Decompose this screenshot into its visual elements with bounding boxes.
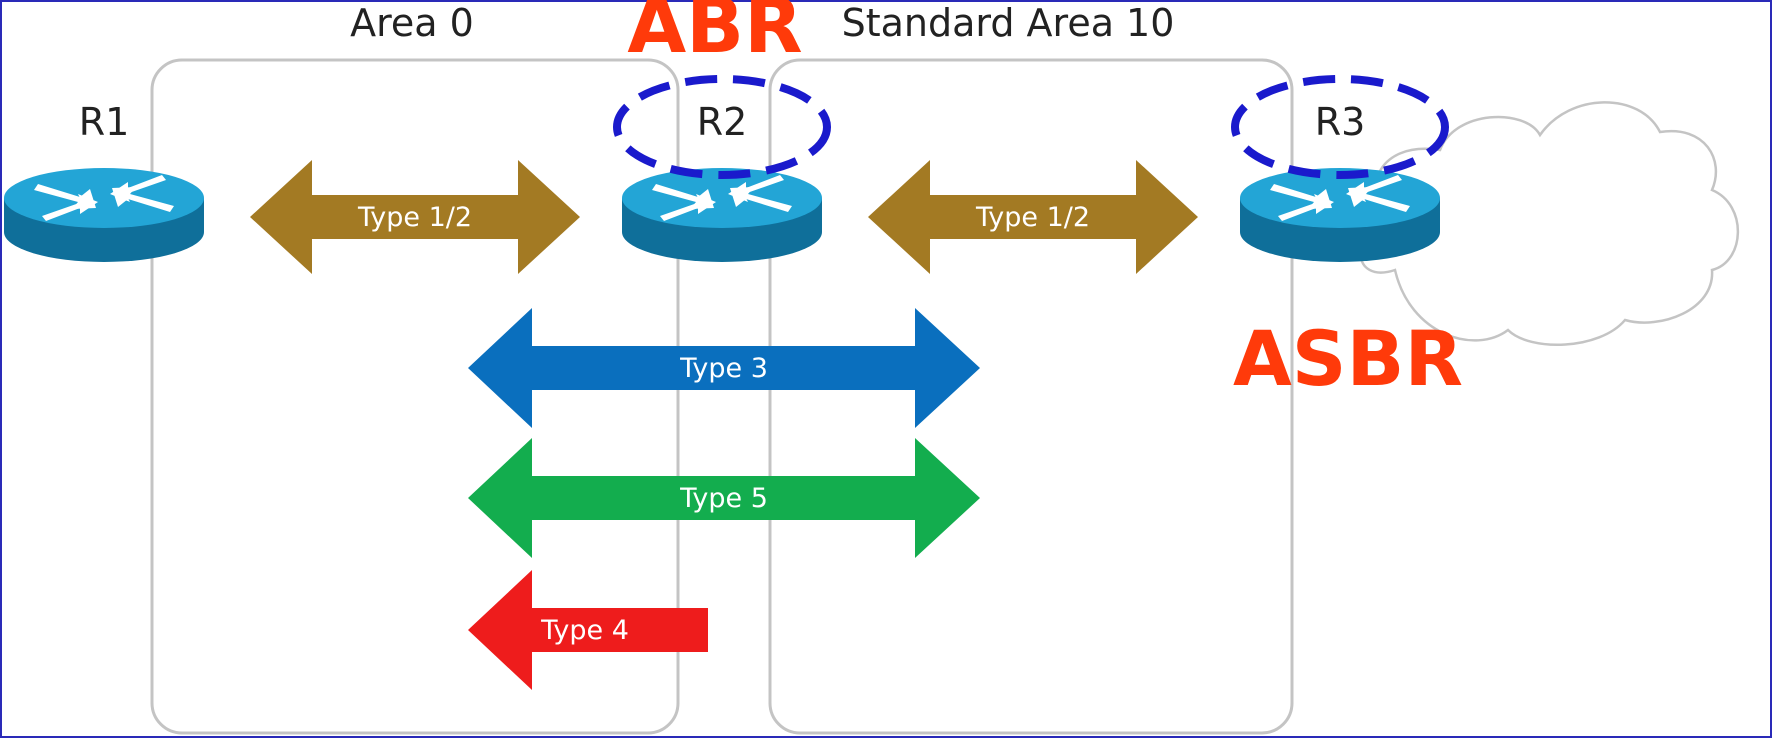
asbr-highlight-ring	[1231, 75, 1449, 179]
router-icon	[622, 168, 822, 262]
type12-right-label: Type 1/2	[975, 202, 1090, 233]
type12-left-label: Type 1/2	[357, 202, 472, 233]
type4-label: Type 4	[540, 615, 629, 646]
router-icon	[1240, 168, 1440, 262]
area-10-label: Standard Area 10	[842, 1, 1175, 45]
type5-arrow	[468, 438, 980, 558]
router-r2-label: R2	[697, 100, 748, 144]
type4-arrow	[468, 570, 708, 690]
router-r1-label: R1	[79, 100, 130, 144]
area-0-label: Area 0	[350, 1, 474, 45]
router-r3-label: R3	[1315, 100, 1366, 144]
router-r1	[4, 168, 204, 262]
area-10-box	[768, 58, 1294, 735]
router-r2	[622, 168, 822, 262]
type12-left-arrow	[250, 160, 580, 274]
abr-label: ABR	[627, 0, 802, 70]
type5-label: Type 5	[679, 483, 768, 514]
router-icon	[4, 168, 204, 262]
asbr-label: ASBR	[1233, 314, 1463, 403]
type3-arrow	[468, 308, 980, 428]
area-0-box	[150, 58, 680, 735]
type12-right-arrow	[868, 160, 1198, 274]
abr-highlight-ring	[613, 75, 831, 179]
router-r3	[1240, 168, 1440, 262]
type3-label: Type 3	[679, 353, 768, 384]
